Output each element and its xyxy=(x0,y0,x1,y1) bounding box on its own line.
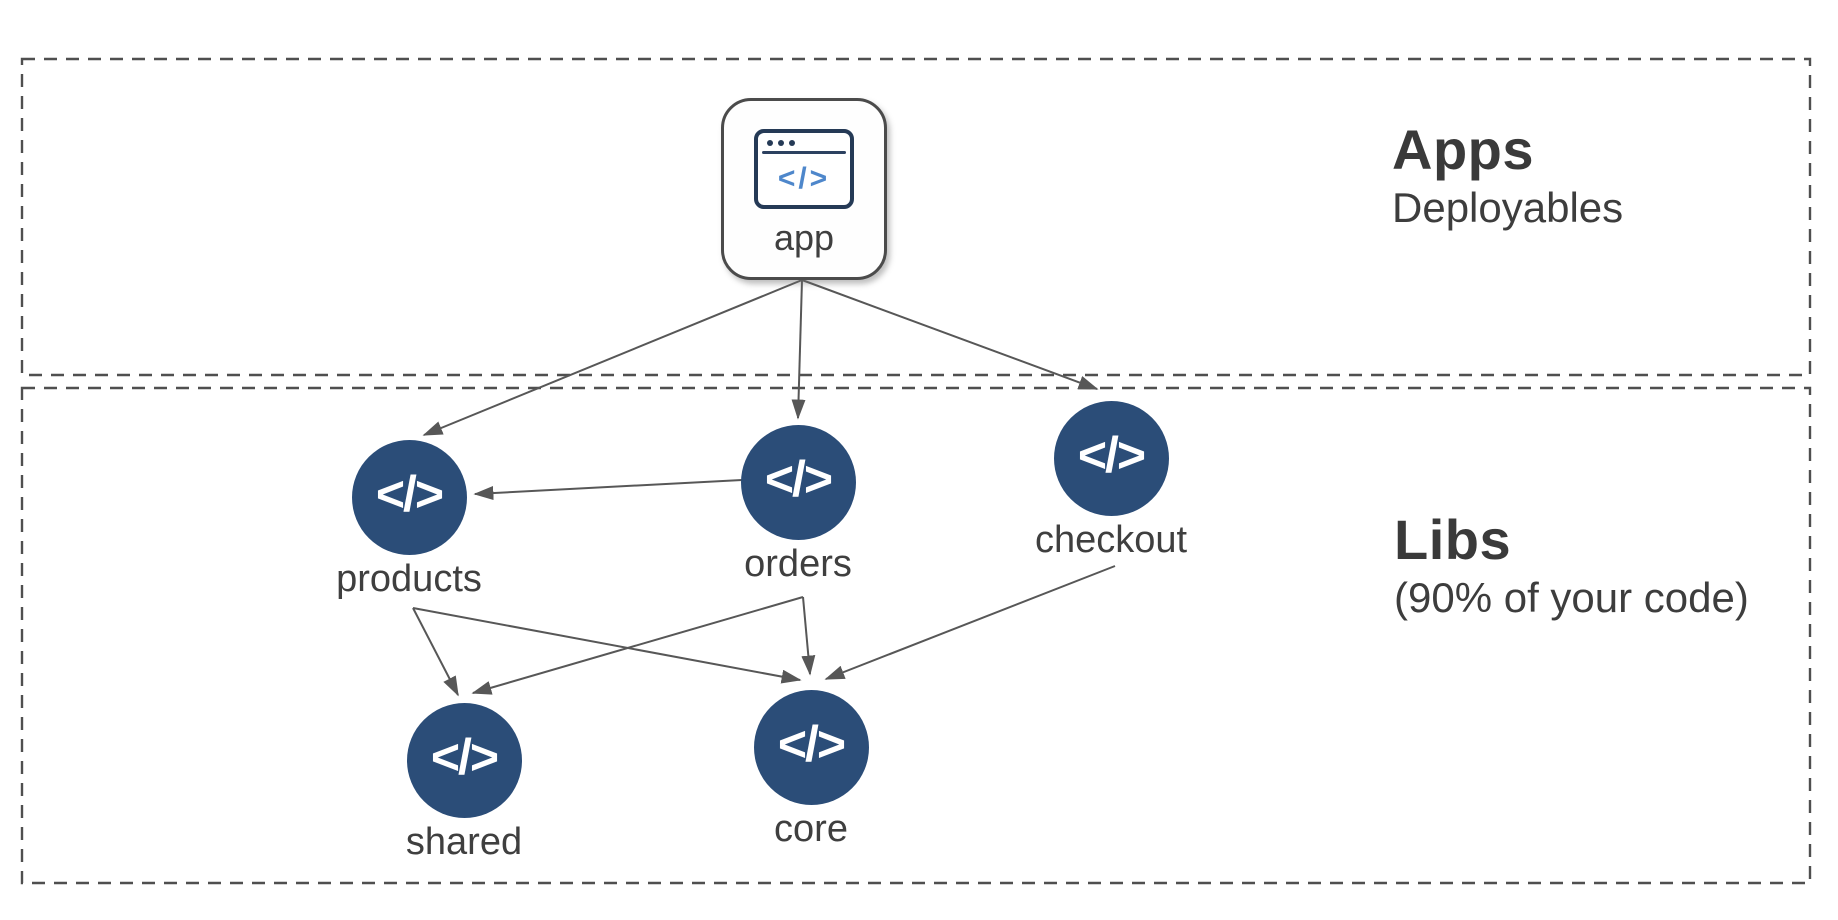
browser-dot-icon xyxy=(767,140,773,146)
code-circle-icon: </> xyxy=(406,702,522,818)
node-orders: </> orders xyxy=(678,424,918,586)
code-circle-icon: </> xyxy=(351,439,467,555)
browser-toolbar-divider xyxy=(762,151,846,154)
code-icon: </> xyxy=(777,161,831,195)
edge-app-to-checkout xyxy=(801,279,1099,390)
browser-dot-icon xyxy=(778,140,784,146)
node-label: shared xyxy=(405,820,523,863)
node-label: orders xyxy=(744,542,852,585)
node-label: checkout xyxy=(1034,518,1188,561)
libs-section-subtitle: (90% of your code) xyxy=(1394,574,1749,622)
libs-section-title: Libs xyxy=(1394,508,1512,571)
browser-window-icon: </> xyxy=(754,129,854,209)
node-label: products xyxy=(336,557,482,600)
apps-section-label: Apps Deployables xyxy=(1392,118,1623,235)
browser-dots xyxy=(758,133,850,146)
libs-section-label: Libs (90% of your code) xyxy=(1394,508,1749,625)
edge-orders-to-shared xyxy=(471,596,804,695)
code-icon: </> xyxy=(764,451,833,507)
node-label: core xyxy=(774,807,848,850)
edge-products-to-core xyxy=(412,607,802,684)
code-icon: </> xyxy=(375,466,444,522)
edge-app-to-orders xyxy=(791,279,806,420)
libs-section-border xyxy=(20,386,1812,885)
node-products: </> products xyxy=(289,439,529,601)
edge-orders-to-products xyxy=(473,479,743,501)
node-app: </> app xyxy=(721,98,887,280)
code-circle-icon: </> xyxy=(740,424,856,540)
code-icon: </> xyxy=(1077,427,1146,483)
code-circle-icon: </> xyxy=(753,689,869,805)
node-checkout: </> checkout xyxy=(991,400,1231,562)
node-shared: </> shared xyxy=(344,702,584,864)
node-core: </> core xyxy=(691,689,931,851)
edge-orders-to-core xyxy=(801,596,816,676)
browser-dot-icon xyxy=(789,140,795,146)
apps-section-border xyxy=(20,57,1812,377)
edge-checkout-to-core xyxy=(824,565,1116,680)
code-circle-icon: </> xyxy=(1053,400,1169,516)
code-icon: </> xyxy=(430,729,499,785)
edge-app-to-products xyxy=(422,279,803,436)
apps-section-subtitle: Deployables xyxy=(1392,184,1624,232)
apps-section-title: Apps xyxy=(1392,118,1534,181)
edge-products-to-shared xyxy=(412,607,459,697)
node-label: app xyxy=(773,217,835,258)
code-icon: </> xyxy=(777,716,846,772)
